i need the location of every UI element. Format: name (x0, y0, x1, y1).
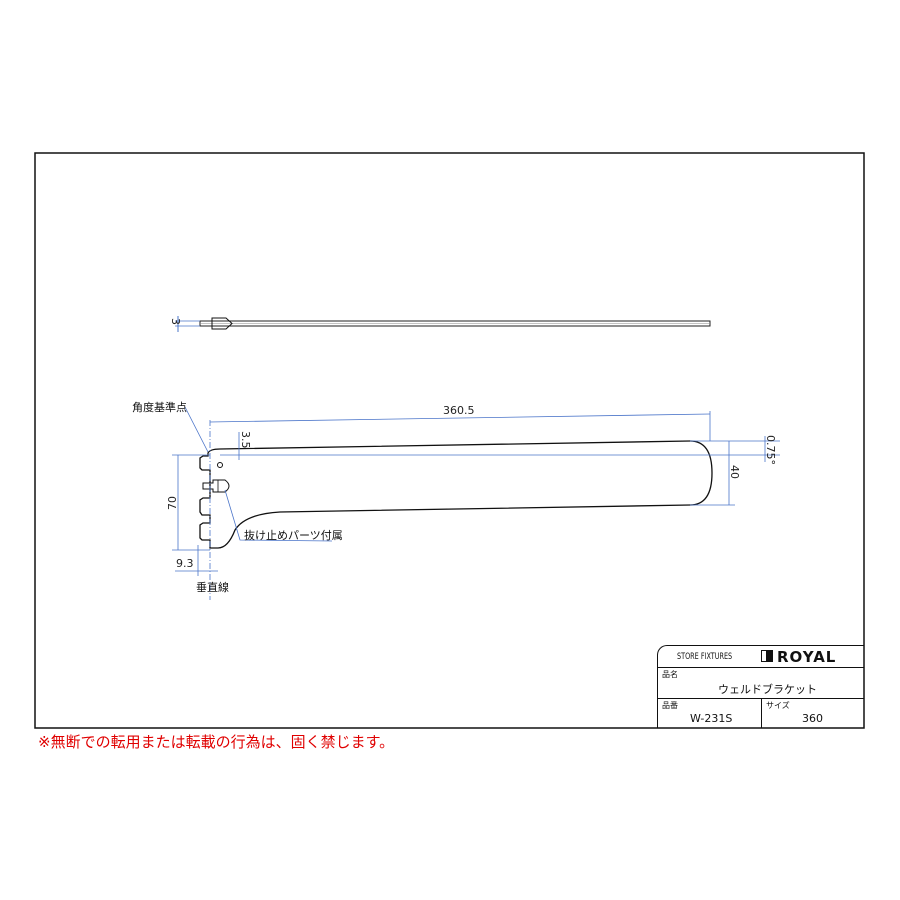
offset-dimension: 3.5 (239, 431, 252, 449)
part-number-label: 品番 (662, 701, 678, 710)
hook-dimension: 9.3 (176, 557, 194, 570)
reference-point-label: 角度基準点 (132, 401, 187, 414)
vertical-line-label: 垂直線 (196, 581, 229, 594)
royal-logo-icon (761, 650, 773, 662)
top-view (175, 316, 711, 332)
drawing-frame (34, 152, 865, 729)
part-number: W-231S (690, 712, 733, 725)
thickness-dimension: 3 (169, 318, 182, 325)
store-fixtures-label: STORE FIXTURES (677, 652, 733, 662)
title-block: STORE FIXTURES ROYAL 品名 ウェルドブラケット 品番 W-2… (657, 645, 864, 728)
product-name-label: 品名 (662, 670, 678, 679)
size-label: サイズ (766, 701, 790, 710)
product-name: ウェルドブラケット (718, 683, 817, 696)
length-dimension: 360.5 (443, 404, 475, 417)
height-dimension: 70 (166, 496, 179, 510)
angle-dimension: 0.75° (764, 435, 777, 465)
brand-logo-text: ROYAL (777, 648, 837, 666)
dimension-lines (172, 406, 780, 600)
size-value: 360 (802, 712, 823, 725)
copyright-notice: ※無断での転用または転載の行為は、固く禁じます。 (38, 733, 395, 751)
end-height-dimension: 40 (728, 465, 741, 479)
stopper-part-label: 抜け止めパーツ付属 (244, 529, 343, 542)
